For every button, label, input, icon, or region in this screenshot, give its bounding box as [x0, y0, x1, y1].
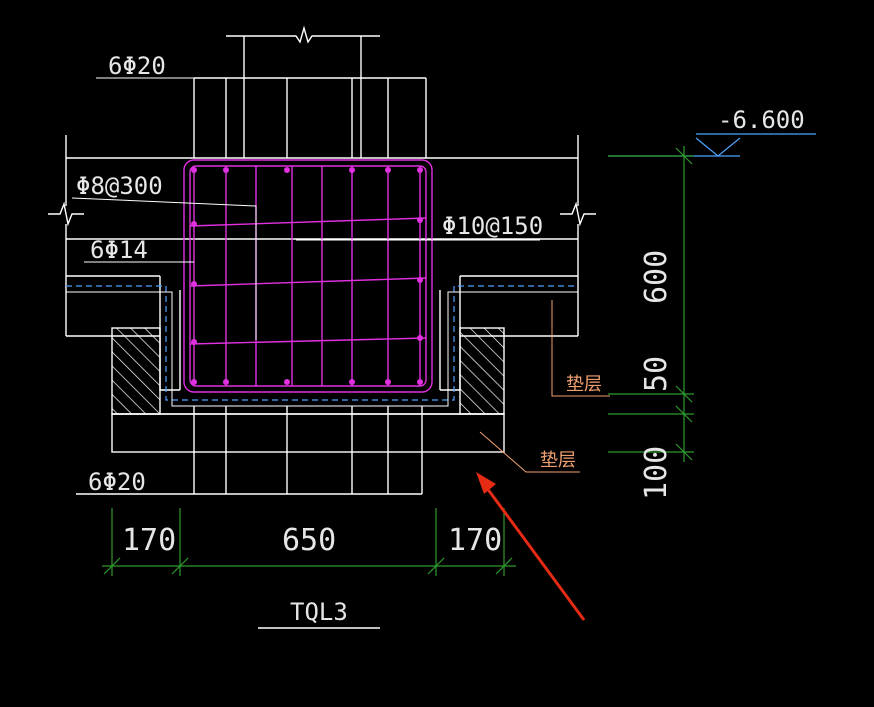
label-tie: Φ10@150 — [442, 212, 543, 240]
waterproof-layer — [66, 285, 578, 401]
label-bottom-bars: 6Φ20 — [88, 468, 146, 496]
label-side-bars: 6Φ14 — [90, 236, 148, 264]
waterproof-layer-solid — [66, 291, 578, 407]
label-top-bars: 6Φ20 — [108, 52, 166, 80]
hatch-right — [459, 327, 505, 415]
drawing-title: TQL3 — [290, 598, 348, 626]
elevation-mark — [608, 133, 816, 157]
hatch-left — [111, 327, 161, 415]
dim-h-1: 170 — [122, 523, 176, 558]
annotation-arrow — [476, 472, 586, 621]
dim-v-2: 50 — [639, 356, 674, 392]
dim-v-1: 600 — [639, 250, 674, 304]
dim-v-3: 100 — [639, 446, 674, 500]
rebar-dots — [191, 167, 423, 385]
dimension-horizontal — [102, 508, 516, 576]
dimension-vertical — [608, 146, 694, 462]
rebar-cage — [183, 159, 433, 393]
dim-h-3: 170 — [448, 523, 502, 558]
cushion-leaders — [479, 300, 610, 473]
column-outline — [193, 25, 427, 158]
label-cushion-1: 垫层 — [566, 374, 602, 395]
label-cushion-2: 垫层 — [540, 450, 576, 471]
dim-h-2: 650 — [282, 523, 336, 558]
label-leaders — [71, 77, 540, 495]
elevation-label: -6.600 — [718, 106, 805, 134]
label-stirrup: Φ8@300 — [76, 172, 163, 200]
